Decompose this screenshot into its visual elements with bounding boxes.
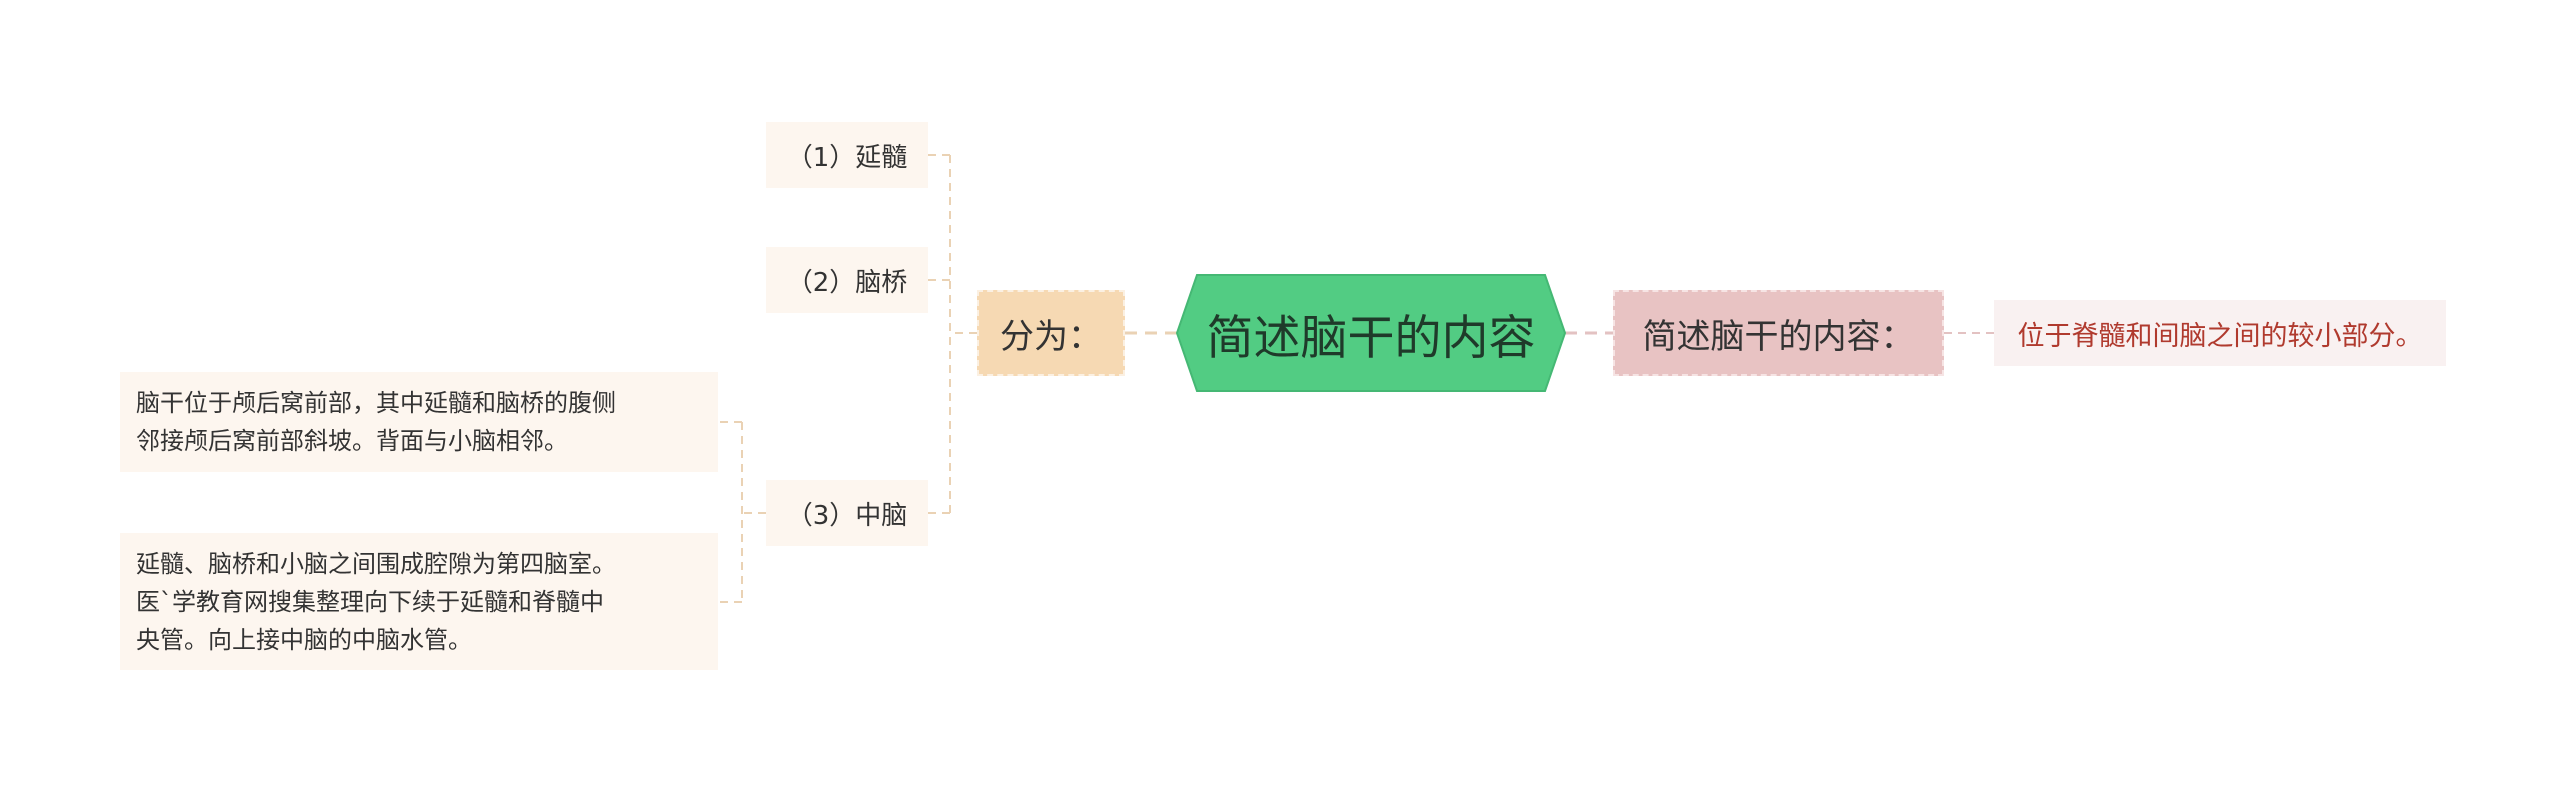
- connector-left-branch-trunk: [949, 155, 977, 513]
- connector-zhongnao-details: [718, 421, 766, 603]
- branch-question[interactable]: 简述脑干的内容：: [1613, 290, 1944, 376]
- detail-note-fourth-ventricle[interactable]: 延髓、脑桥和小脑之间围成腔隙为第四脑室。 医`学教育网搜集整理向下续于延髓和脊髓…: [120, 533, 718, 670]
- leaf-zhongnao[interactable]: （3）中脑: [766, 480, 928, 546]
- detail-note-location[interactable]: 脑干位于颅后窝前部，其中延髓和脑桥的腹侧 邻接颅后窝前部斜坡。背面与小脑相邻。: [120, 372, 718, 472]
- central-topic[interactable]: 简述脑干的内容: [1206, 310, 1536, 366]
- branch-classification[interactable]: 分为：: [977, 290, 1125, 376]
- leaf-yansui[interactable]: （1）延髓: [766, 122, 928, 188]
- central-node-shape: [1175, 274, 1567, 392]
- answer-note[interactable]: 位于脊髓和间脑之间的较小部分。: [1994, 300, 2446, 366]
- leaf-naoqiao[interactable]: （2）脑桥: [766, 247, 928, 313]
